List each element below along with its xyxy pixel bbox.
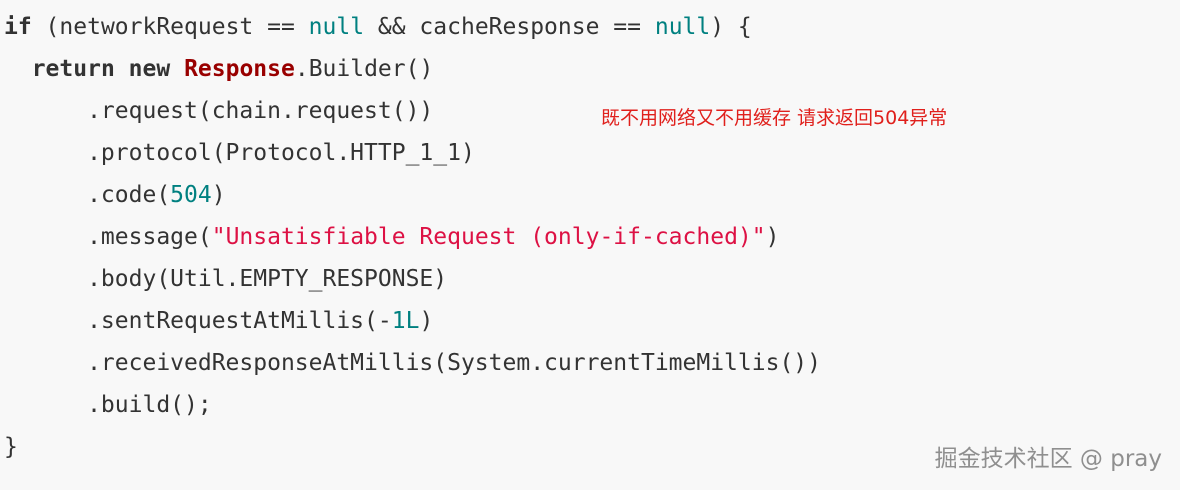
code-text-segment: && cacheResponse == (364, 14, 655, 40)
code-indent (4, 56, 32, 82)
code-line-10: .build(); (4, 384, 821, 426)
code-text-segment: .Builder() (294, 56, 434, 82)
code-text-segment: ) (419, 308, 434, 334)
code-line-9: .receivedResponseAtMillis(System.current… (4, 342, 821, 384)
code-line-4: .protocol(Protocol.HTTP_1_1) (4, 132, 821, 174)
code-line-11: } (4, 426, 821, 468)
watermark: 掘金技术社区 @ pray (934, 446, 1162, 472)
code-space (115, 56, 129, 82)
code-line-6: .message("Unsatisfiable Request (only-if… (4, 216, 821, 258)
code-text-segment: .message( (4, 224, 212, 250)
code-space (170, 56, 184, 82)
literal-number: 1L (391, 308, 420, 334)
code-text-segment: .body(Util.EMPTY_RESPONSE) (4, 266, 448, 292)
code-text-segment: } (4, 434, 18, 460)
keyword-new: new (128, 56, 171, 82)
code-text-segment: .sentRequestAtMillis(- (4, 308, 392, 334)
literal-string: "Unsatisfiable Request (only-if-cached)" (211, 224, 766, 250)
code-text-segment: .protocol(Protocol.HTTP_1_1) (4, 140, 475, 166)
code-text-segment: ) (211, 182, 226, 208)
code-line-2: return new Response.Builder() (4, 48, 821, 90)
code-line-7: .body(Util.EMPTY_RESPONSE) (4, 258, 821, 300)
class-name-response: Response (184, 56, 295, 82)
code-text-segment: ) { (710, 14, 752, 40)
code-line-3: .request(chain.request()) (4, 90, 821, 132)
code-line-8: .sentRequestAtMillis(-1L) (4, 300, 821, 342)
code-text-segment: .code( (4, 182, 171, 208)
code-line-1: if (networkRequest == null && cacheRespo… (4, 6, 821, 48)
code-line-5: .code(504) (4, 174, 821, 216)
annotation-note: 既不用网络又不用缓存 请求返回504异常 (601, 107, 948, 129)
code-text-segment: (networkRequest == (31, 14, 309, 40)
code-text-segment: ) (765, 224, 780, 250)
literal-null: null (654, 14, 711, 40)
code-text-segment: .request(chain.request()) (4, 98, 434, 124)
code-text: if (networkRequest == null && cacheRespo… (4, 6, 821, 468)
literal-number: 504 (170, 182, 212, 208)
code-text-segment: .build(); (4, 392, 212, 418)
code-text-segment: .receivedResponseAtMillis(System.current… (4, 350, 821, 376)
keyword-return: return (31, 56, 115, 82)
keyword-if: if (4, 14, 32, 40)
literal-null: null (308, 14, 365, 40)
